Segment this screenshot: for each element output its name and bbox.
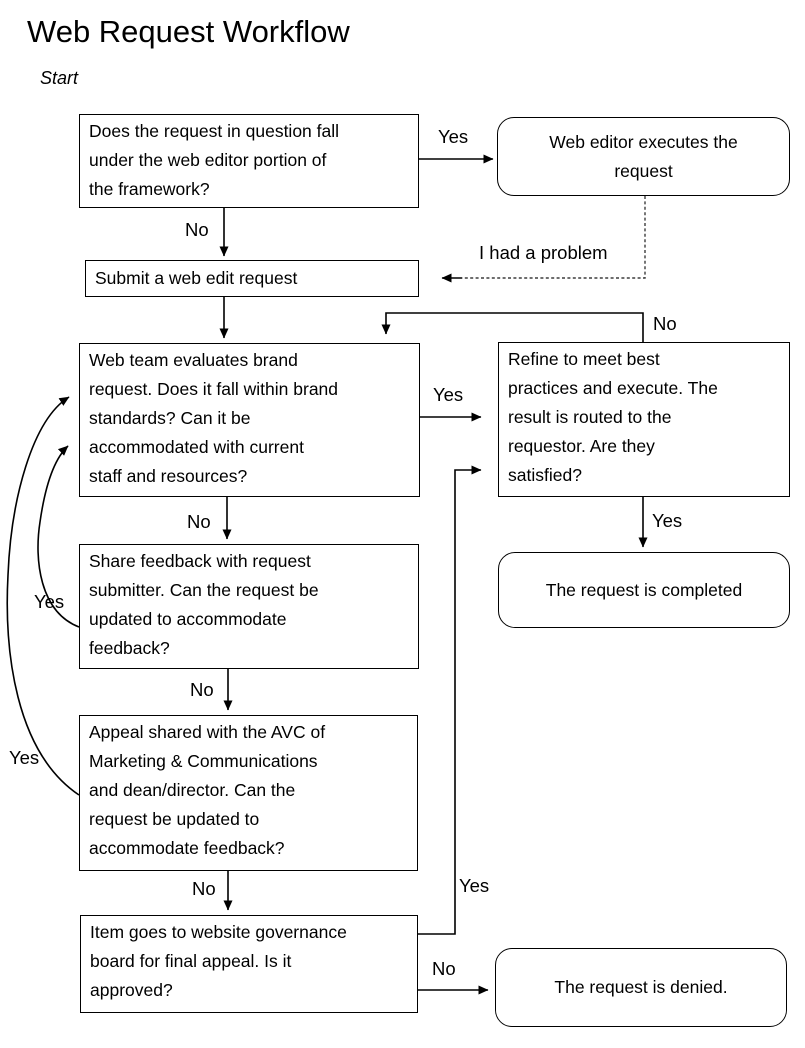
edge-governance-yes-to-refine (418, 465, 482, 935)
node-request-completed: The request is completed (498, 552, 790, 628)
node-web-editor-executes: Web editor executes the request (497, 117, 790, 196)
node-submit-web-edit: Submit a web edit request (85, 260, 419, 297)
edge-label-no-refine-back: No (653, 313, 677, 334)
edge-label-yes-refine: Yes (433, 384, 464, 405)
edge-label-yes-completed: Yes (652, 510, 683, 531)
node-governance-board: Item goes to website governance board fo… (80, 915, 418, 1013)
edge-label-no-submit: No (185, 219, 209, 240)
page-title: Web Request Workflow (27, 14, 350, 49)
edge-label-yes-appeal-back: Yes (9, 747, 40, 768)
node-web-team-evaluates: Web team evaluates brand request. Does i… (79, 343, 420, 497)
edge-label-no-governance: No (192, 878, 216, 899)
edge-refine-no-back-to-evaluate (381, 312, 644, 342)
edge-label-yes-governance: Yes (459, 875, 490, 896)
edge-label-i-had-a-problem: I had a problem (479, 242, 608, 263)
start-label: Start (40, 68, 79, 88)
edge-label-yes-share-back: Yes (34, 591, 65, 612)
node-appeal-avc: Appeal shared with the AVC of Marketing … (79, 715, 418, 871)
node-question-web-editor: Does the request in question fall under … (79, 114, 419, 208)
node-refine-execute: Refine to meet best practices and execut… (498, 342, 790, 497)
edge-label-yes-editor: Yes (438, 126, 469, 147)
edge-label-no-denied: No (432, 958, 456, 979)
edge-label-no-appeal: No (190, 679, 214, 700)
node-share-feedback: Share feedback with request submitter. C… (79, 544, 419, 669)
edge-label-no-share: No (187, 511, 211, 532)
node-request-denied: The request is denied. (495, 948, 787, 1027)
edge-problem-dashed (462, 196, 646, 279)
